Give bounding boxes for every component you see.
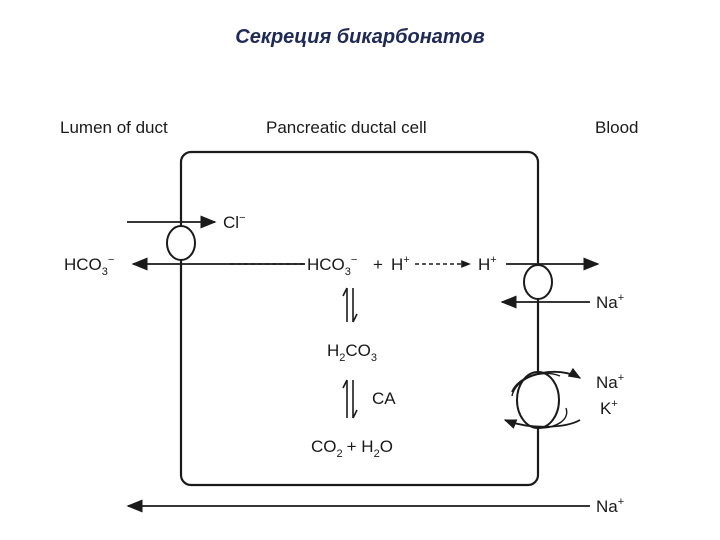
- lumen-label: Lumen of duct: [60, 118, 168, 137]
- cell-label: Pancreatic ductal cell: [266, 118, 427, 137]
- h2co3-label: H2CO3: [327, 341, 377, 364]
- cl-hco3-exchanger: [166, 225, 196, 261]
- na-h-exchanger: [523, 264, 553, 300]
- equilibrium-arrows-1: [342, 287, 358, 323]
- na-label-3: Na+: [596, 496, 624, 516]
- h-cell-label: H+: [391, 254, 410, 274]
- cell-membrane: [179, 150, 540, 487]
- page-title: Секреция бикарбонатов: [235, 26, 485, 48]
- na-k-pump: [503, 367, 582, 429]
- equilibrium-arrows-2: [342, 379, 358, 419]
- na-label-1: Na+: [596, 292, 624, 312]
- blood-label: Blood: [595, 118, 638, 137]
- hco3-lumen-label: HCO3−: [64, 254, 114, 278]
- carbonic-anhydrase-label: CA: [372, 389, 396, 408]
- cl-label: Cl−: [223, 212, 246, 232]
- plus-sign: +: [373, 255, 383, 274]
- h-basolateral-label: H+: [478, 254, 497, 274]
- na-label-2: Na+: [596, 372, 624, 392]
- co2-h2o-label: CO2+ H2O: [311, 437, 393, 460]
- hco3-cell-label: HCO3−: [307, 254, 357, 278]
- k-label: K+: [600, 398, 618, 418]
